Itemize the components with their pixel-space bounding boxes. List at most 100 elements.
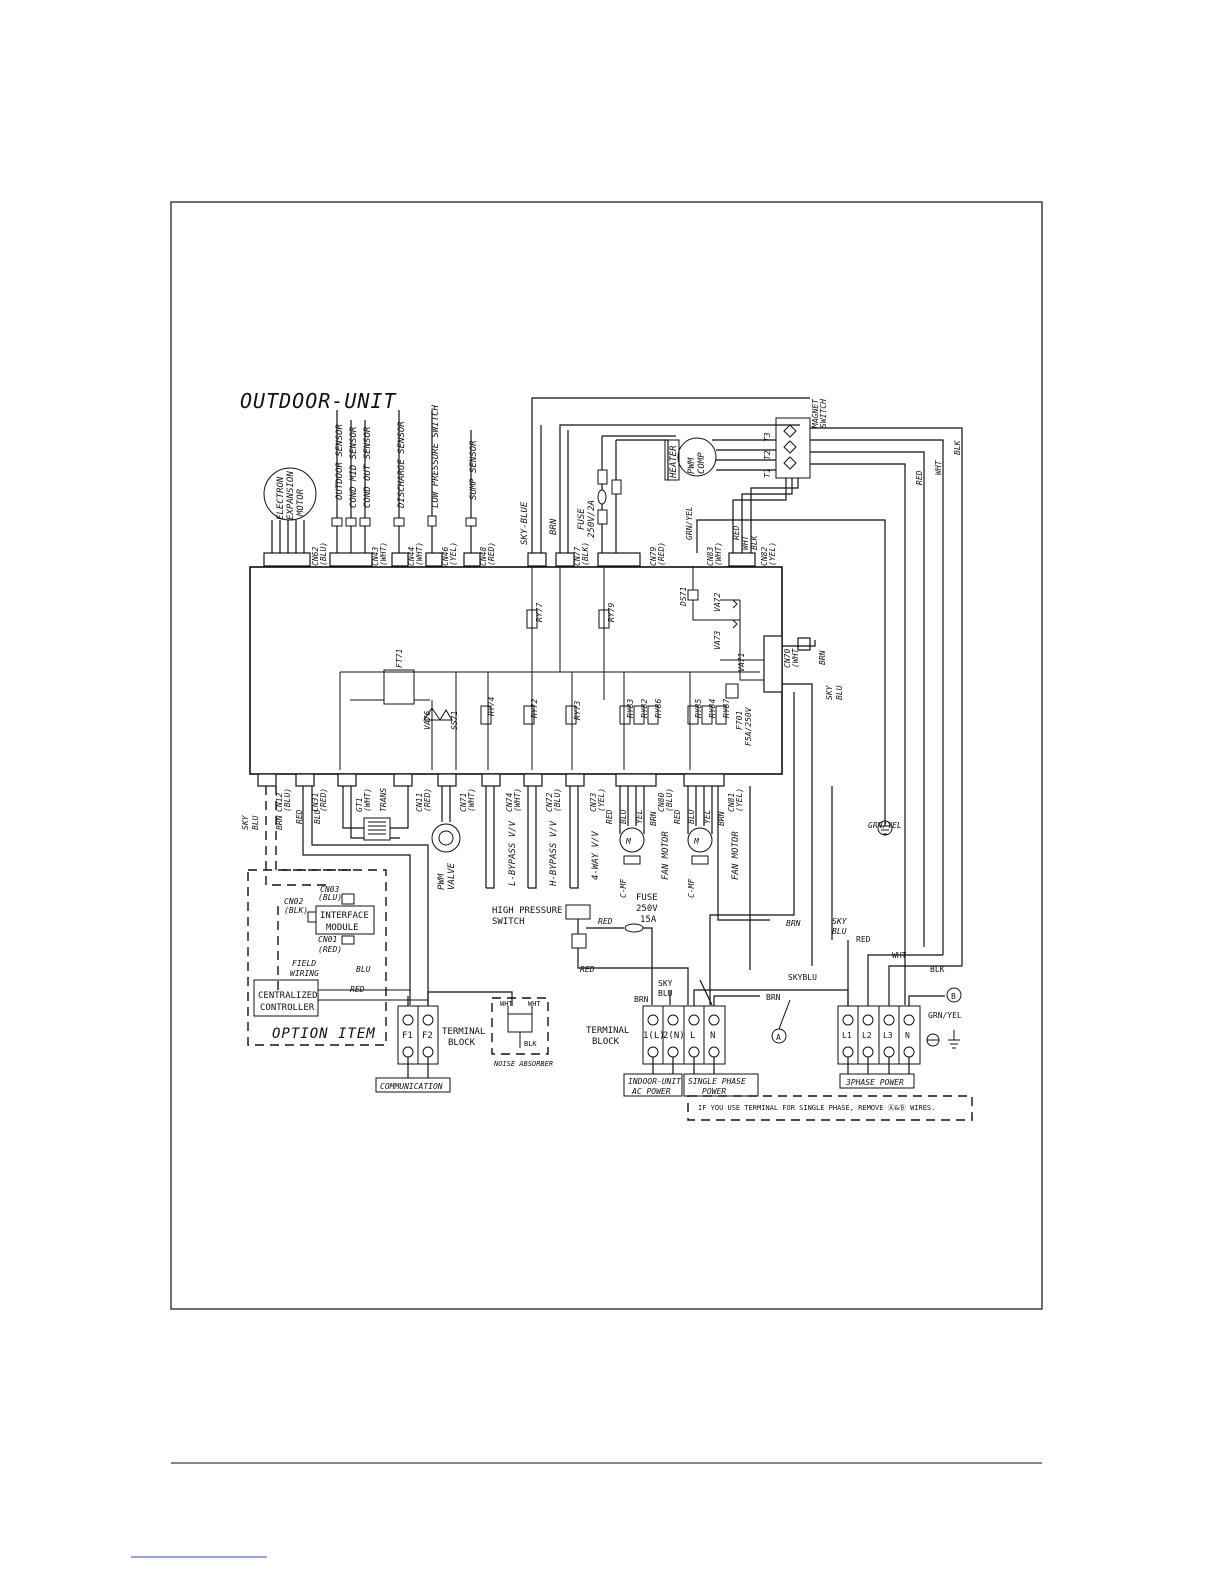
svg-text:VA72: VA72 <box>713 593 722 612</box>
ry77-connector <box>527 552 547 567</box>
svg-text:F1: F1 <box>402 1031 413 1041</box>
svg-text:N: N <box>710 1031 715 1041</box>
svg-text:CN44: CN44 <box>407 547 416 566</box>
cond-mid-sensor: COND MID SENSOR <box>345 420 359 553</box>
svg-text:CN79: CN79 <box>649 547 658 566</box>
svg-text:CN48: CN48 <box>479 547 488 566</box>
svg-text:HEATER: HEATER <box>669 445 679 479</box>
svg-text:BLOCK: BLOCK <box>448 1038 476 1048</box>
eev-motor: ELECTRON EXPANSION MOTOR <box>263 467 317 553</box>
hp-fuse: FUSE 250V 15A <box>624 893 658 933</box>
svg-text:T3: T3 <box>763 432 772 442</box>
svg-text:BLU: BLU <box>313 809 322 824</box>
svg-text:BLU: BLU <box>356 965 371 974</box>
cn77-connector <box>555 552 575 567</box>
svg-text:AC POWER: AC POWER <box>631 1087 671 1096</box>
svg-text:RY77: RY77 <box>535 603 544 622</box>
pwm-valve: PWM VALVE <box>431 823 461 890</box>
svg-text:RED: RED <box>915 470 924 485</box>
cn74-connector <box>481 773 501 787</box>
svg-text:CN71: CN71 <box>459 793 468 812</box>
svg-text:ELECTRON: ELECTRON <box>276 476 286 520</box>
svg-text:WHT: WHT <box>500 1000 513 1008</box>
svg-text:CN72: CN72 <box>545 793 554 812</box>
svg-text:(BLU): (BLU) <box>318 893 342 902</box>
svg-text:L3: L3 <box>883 1031 893 1040</box>
svg-text:RED: RED <box>732 525 741 540</box>
svg-text:CN11: CN11 <box>415 793 424 812</box>
svg-text:GT1: GT1 <box>355 798 364 812</box>
gt1-connector <box>337 773 357 787</box>
svg-text:IF YOU USE TERMINAL FOR SINGLE: IF YOU USE TERMINAL FOR SINGLE PHASE, RE… <box>698 1104 935 1112</box>
svg-text:BRN: BRN <box>717 811 726 826</box>
svg-text:WHT: WHT <box>741 534 750 550</box>
svg-text:(YEL): (YEL) <box>735 788 744 812</box>
fan-motor-2: M RED BLU YEL BRN C-MF FAN MOTOR <box>673 786 741 898</box>
cn44-connector <box>391 552 409 567</box>
outdoor-sensor: OUTDOOR SENSOR <box>331 410 345 553</box>
cn80-connector <box>615 773 657 787</box>
transformer: TRANS <box>363 788 391 841</box>
svg-text:B: B <box>951 992 956 1001</box>
diagram-frame <box>170 201 1043 1310</box>
svg-text:CN70: CN70 <box>783 649 792 668</box>
svg-text:COND MID SENSOR: COND MID SENSOR <box>349 426 359 508</box>
svg-text:FUSE: FUSE <box>577 508 587 530</box>
svg-text:(RED): (RED) <box>318 945 342 954</box>
svg-text:(BLU): (BLU) <box>553 788 562 812</box>
svg-text:250V/2A: 250V/2A <box>587 500 597 538</box>
svg-text:FUSE: FUSE <box>636 893 658 903</box>
svg-text:TRANS: TRANS <box>379 788 388 812</box>
svg-text:L2: L2 <box>862 1031 872 1040</box>
communication-label <box>375 1077 451 1093</box>
svg-text:CN02: CN02 <box>284 897 303 906</box>
svg-text:CN82: CN82 <box>760 547 769 566</box>
svg-text:T1: T1 <box>763 468 772 478</box>
svg-text:RED: RED <box>856 935 871 944</box>
svg-text:(WHT): (WHT) <box>379 542 388 566</box>
cn72-connector <box>523 773 543 787</box>
svg-text:CENTRALIZED: CENTRALIZED <box>258 991 318 1001</box>
svg-text:F701: F701 <box>735 711 744 730</box>
discharge-sensor: DISCHARGE SENSOR <box>393 410 407 553</box>
svg-text:VA73: VA73 <box>713 631 722 650</box>
svg-text:CN80: CN80 <box>657 793 666 812</box>
svg-text:3PHASE POWER: 3PHASE POWER <box>845 1078 904 1087</box>
svg-text:(BLU): (BLU) <box>319 542 328 566</box>
svg-text:VALVE: VALVE <box>447 862 457 890</box>
svg-text:RY84: RY84 <box>708 699 717 718</box>
svg-text:SKY: SKY <box>825 684 834 700</box>
interface-module: INTERFACE MODULE <box>307 893 375 945</box>
svg-text:BLK: BLK <box>953 439 962 455</box>
svg-text:(BLK): (BLK) <box>581 542 590 566</box>
svg-text:RY86: RY86 <box>654 699 663 718</box>
cn83-connector <box>728 552 756 567</box>
svg-text:(BLU): (BLU) <box>665 788 674 812</box>
svg-text:TERMINAL: TERMINAL <box>442 1027 485 1037</box>
svg-text:CN73: CN73 <box>589 793 598 812</box>
svg-text:SKY: SKY <box>658 979 673 988</box>
h-bypass-valve: H-BYPASS V/V <box>527 786 559 889</box>
svg-text:BLU: BLU <box>251 815 260 830</box>
cond-out-sensor: COND OUT SENSOR <box>359 420 373 553</box>
svg-text:(YEL): (YEL) <box>768 542 777 566</box>
svg-text:SKYBLU: SKYBLU <box>788 973 817 982</box>
diagram-title: OUTDOOR-UNIT <box>240 389 397 413</box>
svg-text:RY74: RY74 <box>487 697 496 716</box>
ground-symbol-bottom <box>926 1030 960 1049</box>
high-pressure-switch: HIGH PRESSURE SWITCH <box>492 904 689 1005</box>
svg-text:(YEL): (YEL) <box>449 542 458 566</box>
svg-text:WHT: WHT <box>934 459 943 475</box>
l-bypass-valve: L-BYPASS V/V <box>485 786 518 889</box>
svg-text:15A: 15A <box>640 915 657 925</box>
cn62-connector <box>263 552 311 567</box>
svg-text:SS71: SS71 <box>450 711 459 730</box>
magnet-switch: T1 T2 T3 MAGNET SWITCH <box>763 398 828 479</box>
svg-text:PWM: PWM <box>437 873 447 890</box>
svg-text:SWITCH: SWITCH <box>492 917 525 927</box>
svg-text:VA76: VA76 <box>423 711 432 730</box>
svg-text:BLU: BLU <box>658 989 673 998</box>
centralized-controller: CENTRALIZED CONTROLLER <box>253 979 319 1017</box>
svg-text:SKY: SKY <box>241 814 250 830</box>
indoor-unit-ac-power-label <box>623 1073 683 1097</box>
